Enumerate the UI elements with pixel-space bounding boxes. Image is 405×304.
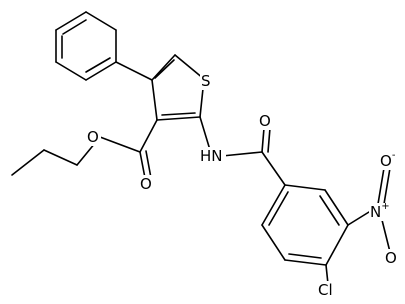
bond-line [145,150,152,179]
bond-line [377,167,385,205]
bond-line [55,11,87,31]
bond-line [154,59,175,79]
bond-line [115,61,153,81]
bond-line [268,191,289,226]
bond-line [221,151,263,157]
bond-line [156,116,201,121]
atom-hn: HN [200,147,223,165]
bond-line [85,11,117,31]
bond-line [261,127,265,153]
bond-line [174,54,205,80]
bond-line [199,116,211,151]
bonds [11,11,391,285]
bond-line [325,224,349,266]
bond-line [43,149,78,166]
atom-cl: Cl [318,281,333,299]
bond-line [347,211,370,226]
bond-line [267,127,271,153]
atom-o-nitro: O [385,249,397,267]
bond-line [261,151,286,186]
bond-line [11,149,45,176]
bond-line [62,19,87,35]
atom-labels: S O O HN O N+ O- O Cl [86,72,401,299]
atom-s: S [201,72,211,90]
bond-line [151,79,158,121]
bond-line [261,224,286,261]
bond-line [85,57,111,73]
bond-line [383,167,391,205]
bond-line [381,219,391,253]
bond-line [319,195,340,226]
bond-line [151,54,176,81]
bond-line [55,61,87,81]
bond-line [139,151,146,179]
bond-line [99,136,141,153]
atom-o-carbonyl-ester: O [140,175,152,193]
atom-o-nitro-minus: O- [380,150,396,171]
atom-o-ester: O [87,128,99,146]
bond-line [324,189,349,226]
bond-line [139,119,158,153]
atom-o-amide: O [259,112,271,130]
bond-line [85,61,117,81]
bond-line [288,253,322,259]
bond-line [325,264,329,285]
bond-line [284,184,326,191]
bond-line [284,259,327,266]
bond-line [161,112,196,116]
atom-n-nitro: N+ [370,201,390,222]
bond-line [261,184,286,226]
